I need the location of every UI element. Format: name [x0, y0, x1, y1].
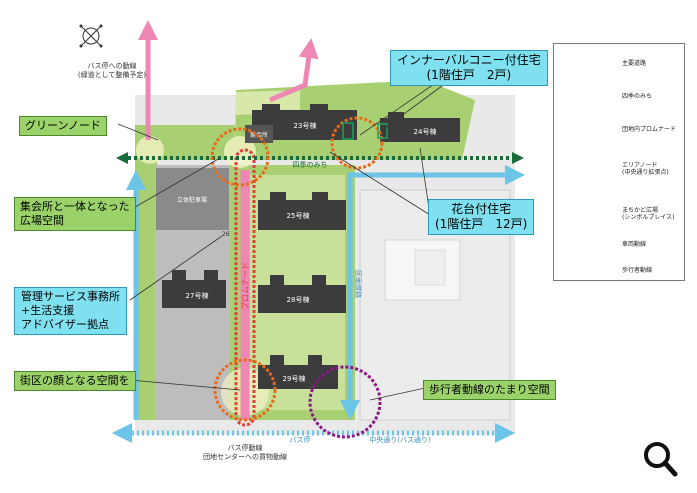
- pedestrian-pool-text: 歩行者動線のたまり空間: [429, 383, 550, 396]
- bus-bottom-note: バス停動線 団地センターへの買物動線: [170, 444, 320, 462]
- central-street-label: 中央通り(バス通り): [369, 435, 431, 444]
- plaza-line2: 広場空間: [20, 214, 64, 227]
- legend-panel: 主要道路 四季のみち 団地内プロムナード エリアノード(中央通り拡張点) まちか…: [553, 43, 685, 281]
- pedestrian-pool-label: 歩行者動線のたまり空間: [423, 380, 556, 400]
- compass-icon: [79, 24, 103, 48]
- management-label: 管理サービス事務所 +生活支援 アドバイザー拠点: [14, 287, 127, 335]
- management-line1: 管理サービス事務所: [21, 290, 120, 303]
- symbol-place-balcony: [330, 116, 384, 170]
- bus-route-top-note: バス停への動線 (緑道として整備予定): [62, 62, 162, 80]
- district-gate-label: 街区の顔となる空間を: [14, 371, 136, 391]
- building-27-label: 27号棟: [186, 291, 209, 300]
- symbol-place-center: [210, 127, 270, 187]
- bus-route-top-line2: (緑道として整備予定): [77, 71, 147, 79]
- vehicle-arrow-east: [340, 165, 525, 420]
- legend-item-area-node: エリアノード(中央通り拡張点): [554, 156, 684, 178]
- four-seasons-label: 四季のみち: [293, 160, 328, 169]
- balcony-mark-23: [342, 122, 354, 140]
- east-inner-lot: [414, 249, 446, 286]
- meeting-hall: 集会所: [245, 125, 273, 143]
- legend-label-main-road: 主要道路: [622, 60, 647, 67]
- pedestrian-arrow-north: [269, 38, 319, 103]
- building-29-label: 29号棟: [283, 374, 306, 383]
- district-gate-text: 街区の顔となる空間を: [20, 374, 130, 387]
- building-25-label: 25号棟: [287, 211, 310, 220]
- flower-bed-line2: (1階住戸 12戸): [435, 217, 528, 231]
- green-node-text: グリーンノード: [25, 119, 101, 132]
- building-25: 25号棟: [258, 192, 346, 230]
- building-24-label: 24号棟: [414, 127, 437, 136]
- side-road-label: 区画道路: [354, 270, 363, 298]
- inner-balcony-line2: (1階住戸 2戸): [426, 68, 512, 82]
- legend-label-four-seasons: 四季のみち: [622, 93, 653, 100]
- symbol-place-south: [213, 358, 277, 422]
- promenade-label: プロムナード: [241, 262, 250, 310]
- green-node-label: グリーンノード: [19, 116, 107, 136]
- parking-label: 立体駐車場: [177, 196, 207, 204]
- building-26-label: 26: [222, 231, 230, 238]
- bus-route-top-line1: バス停への動線: [87, 62, 137, 70]
- building-28: 28号棟: [258, 275, 346, 313]
- legend-label-pedestrian: 歩行者動線: [622, 267, 653, 274]
- inner-balcony-line1: インナーバルコニー付住宅: [397, 53, 541, 67]
- building-27: 27号棟: [162, 270, 226, 308]
- legend-label-promenade: 団地内プロムナード: [622, 126, 677, 133]
- bus-bottom-line2: 団地センターへの買物動線: [203, 453, 287, 461]
- legend-item-four-seasons: 四季のみち: [554, 87, 684, 109]
- building-23-label: 23号棟: [294, 121, 317, 130]
- plaza-label: 集会所と一体となった 広場空間: [14, 197, 136, 231]
- parking-structure: [156, 168, 229, 230]
- management-line2: +生活支援: [21, 304, 75, 317]
- legend-label-vehicle: 車両動線: [622, 241, 647, 248]
- building-29: 29号棟: [258, 355, 338, 389]
- legend-item-promenade: 団地内プロムナード: [554, 120, 684, 142]
- building-28-label: 28号棟: [287, 295, 310, 304]
- legend-item-main-road: 主要道路: [554, 54, 684, 76]
- bus-bottom-line1: バス停動線: [227, 444, 263, 452]
- inner-balcony-label: インナーバルコニー付住宅 (1階住戸 2戸): [390, 50, 548, 86]
- flower-bed-label: 花台付住宅 (1階住戸 12戸): [428, 199, 535, 235]
- legend-label-symbol-place: まちかど広場(シンボルプレイス): [622, 207, 675, 221]
- magnifier-icon[interactable]: [640, 439, 680, 479]
- legend-label-area-node: エリアノード(中央通り拡張点): [622, 162, 669, 176]
- legend-item-pedestrian: 歩行者動線: [554, 261, 684, 283]
- bus-stop-label: バス停: [290, 435, 311, 444]
- management-line3: アドバイザー拠点: [21, 318, 109, 331]
- legend-item-vehicle: 車両動線: [554, 235, 684, 257]
- west-green-edge: [135, 160, 157, 420]
- legend-item-symbol-place: まちかど広場(シンボルプレイス): [554, 201, 684, 223]
- flower-bed-line1: 花台付住宅: [451, 202, 512, 216]
- plaza-line1: 集会所と一体となった: [20, 200, 130, 213]
- area-node-south: [308, 365, 382, 439]
- balcony-mark-24: [377, 123, 388, 139]
- leader-lines: [117, 79, 451, 401]
